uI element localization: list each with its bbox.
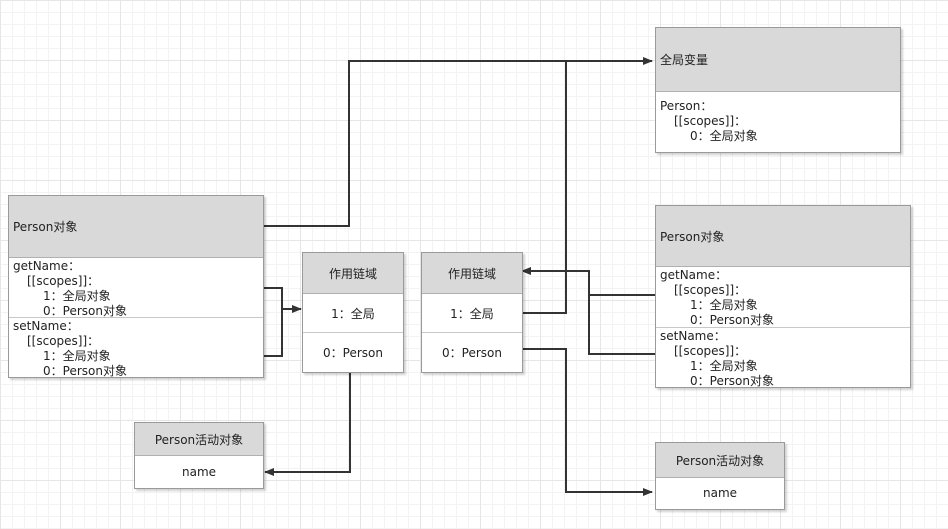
scope-chain-left-title: 作用链域 — [303, 253, 403, 294]
global-person-line: Person： — [660, 99, 713, 113]
global-scopes-line: [[scopes]]： — [674, 114, 747, 128]
global-variables-box: 全局变量 Person： [[scopes]]： 0：全局对象 — [655, 27, 901, 153]
activation-object-left-box: Person活动对象 name — [134, 422, 264, 489]
scope-1-label: 1：全局对象 — [43, 349, 111, 363]
person-object-left-box: Person对象 getName： [[scopes]]： 1：全局对象 0：P… — [8, 195, 264, 378]
scope-0-label: 0：Person对象 — [690, 374, 774, 388]
getname-section-right: getName： [[scopes]]： 1：全局对象 0：Person对象 — [656, 267, 910, 328]
connector-setname-to-chain — [263, 309, 283, 357]
person-object-right-title: Person对象 — [656, 206, 910, 267]
connector-chain-person-to-right-activation — [522, 348, 653, 496]
global-variables-title: 全局变量 — [656, 28, 900, 92]
scope-1-label: 1：全局对象 — [690, 298, 758, 312]
getname-label: getName： — [13, 259, 81, 273]
connector-chain-person-to-activation — [264, 372, 351, 476]
scope-1-label: 1：全局对象 — [43, 289, 111, 303]
getname-section-left: getName： [[scopes]]： 1：全局对象 0：Person对象 — [9, 258, 263, 318]
global-scope-0-line: 0：全局对象 — [690, 129, 758, 143]
scope-chain-right-person: 0：Person — [442, 345, 502, 360]
scope-0-label: 0：Person对象 — [690, 313, 774, 327]
setname-section-right: setName： [[scopes]]： 1：全局对象 0：Person对象 — [656, 328, 910, 390]
connector-right-setname-to-chain — [588, 295, 655, 355]
connector-chain-global-to-global — [522, 61, 567, 314]
scope-chain-right-global: 1：全局 — [422, 294, 522, 333]
scope-chain-left-person: 0：Person — [323, 345, 383, 360]
activation-object-right-field: name — [702, 486, 738, 500]
activation-object-right-title: Person活动对象 — [656, 443, 784, 478]
activation-object-right-box: Person活动对象 name — [655, 442, 785, 510]
scope-chain-right-box: 作用链域 1：全局 0：Person — [421, 252, 523, 373]
activation-object-left-field: name — [181, 464, 217, 479]
scopes-label: [[scopes]]： — [27, 334, 100, 348]
scope-0-label: 0：Person对象 — [43, 304, 127, 318]
connector-getname-to-chain — [263, 287, 302, 313]
setname-label: setName： — [660, 329, 726, 343]
getname-label: getName： — [660, 268, 728, 282]
scopes-label: [[scopes]]： — [674, 283, 747, 297]
scope-chain-right-title: 作用链域 — [422, 253, 522, 294]
activation-object-left-title: Person活动对象 — [135, 423, 263, 456]
person-object-right-box: Person对象 getName： [[scopes]]： 1：全局对象 0：P… — [655, 205, 911, 388]
scope-chain-left-box: 作用链域 1：全局 0：Person — [302, 252, 404, 373]
connector-right-getname-to-chain — [521, 267, 655, 296]
setname-label: setName： — [13, 319, 79, 333]
connector-person-to-global — [263, 57, 653, 227]
setname-section-left: setName： [[scopes]]： 1：全局对象 0：Person对象 — [9, 318, 263, 380]
scopes-label: [[scopes]]： — [27, 274, 100, 288]
person-object-left-title: Person对象 — [9, 196, 263, 258]
scope-1-label: 1：全局对象 — [690, 359, 758, 373]
scope-chain-left-global: 1：全局 — [303, 294, 403, 333]
scope-0-label: 0：Person对象 — [43, 364, 127, 378]
scopes-label: [[scopes]]： — [674, 344, 747, 358]
